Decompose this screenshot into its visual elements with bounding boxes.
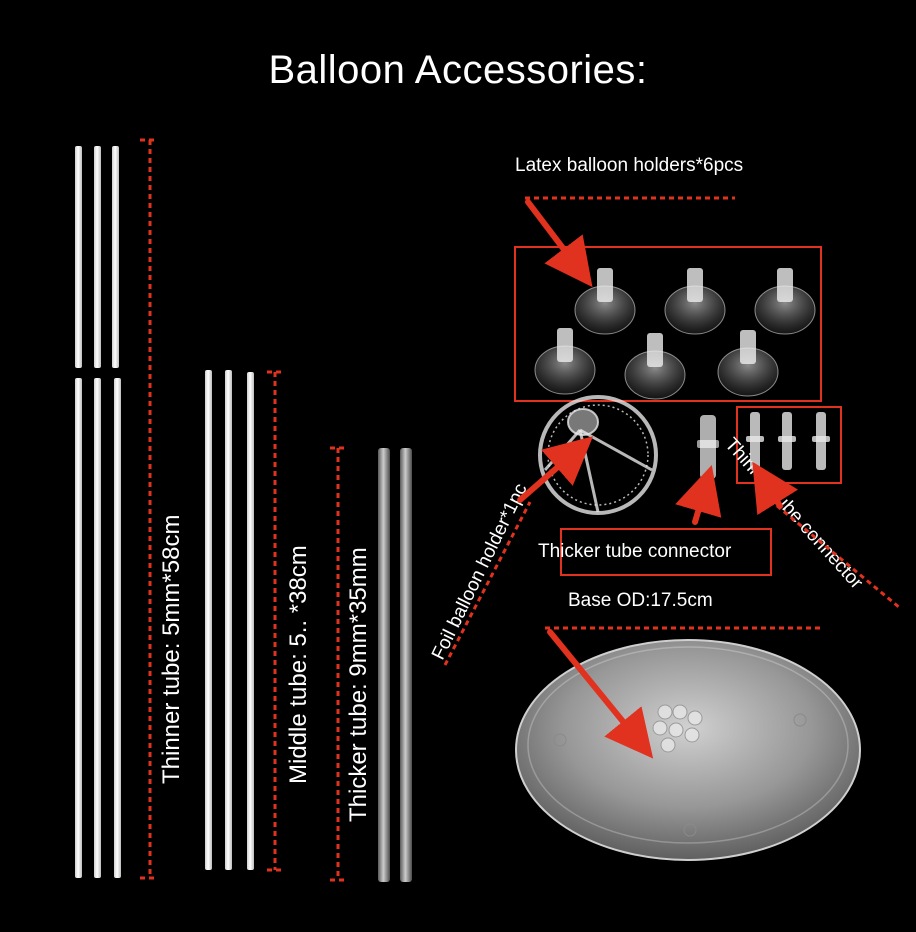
middle-tube-1 <box>205 370 212 870</box>
thinner-tube-top-1 <box>75 146 82 368</box>
thicker-connector-box <box>560 528 772 576</box>
thinner-tube-bottom-2 <box>94 378 101 878</box>
thicker-connector-label: Thicker tube connector <box>538 541 732 562</box>
base-label: Base OD:17.5cm <box>568 590 713 611</box>
base-plate <box>515 639 861 861</box>
latex-holders-label: Latex balloon holders*6pcs <box>515 155 744 176</box>
latex-holder-cups <box>534 268 816 400</box>
foil-holder-ring <box>538 395 658 515</box>
thinner-connector-parts <box>746 412 830 470</box>
tube-dimension-lines <box>140 138 901 882</box>
thinner-tube-bottom-1 <box>75 378 82 878</box>
thicker-tube-1 <box>378 448 390 882</box>
thicker-tube-2 <box>400 448 412 882</box>
page-title: Balloon Accessories: <box>268 48 648 92</box>
latex-holders-box <box>514 246 822 402</box>
pointer-arrows <box>517 199 799 759</box>
middle-tube-2 <box>225 370 232 870</box>
thinner-tube-top-3 <box>112 146 119 368</box>
thinner-tube-top-2 <box>94 146 101 368</box>
thicker-connector-part <box>697 415 719 479</box>
middle-tube-3 <box>247 372 254 870</box>
thinner-tube-bottom-3 <box>114 378 121 878</box>
